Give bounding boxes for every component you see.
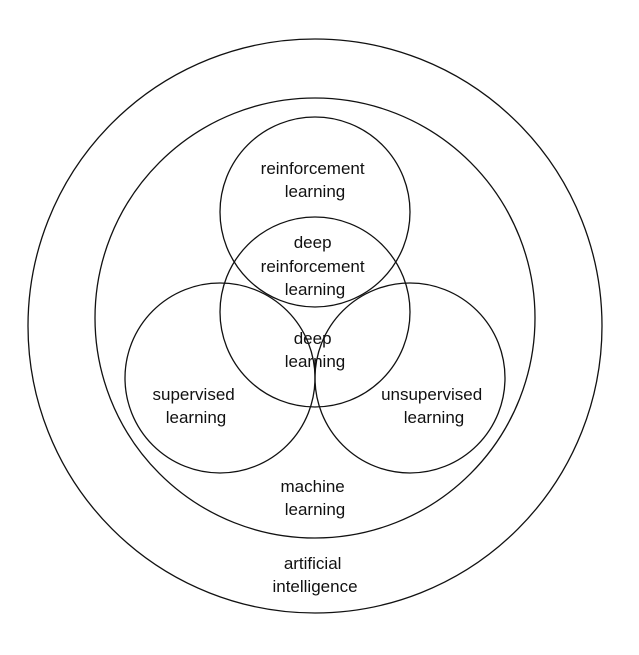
reinforcement-learning-circle bbox=[219, 116, 411, 308]
supervised-learning-label: supervised learning bbox=[153, 385, 240, 427]
artificial-intelligence-label: artificial intelligence bbox=[272, 554, 357, 596]
machine-learning-circle bbox=[94, 97, 536, 539]
artificial-intelligence-circle bbox=[27, 38, 603, 614]
deep-reinforcement-learning-label: deep reinforcement learning bbox=[261, 233, 370, 299]
unsupervised-learning-label: unsupervised learning bbox=[381, 385, 487, 427]
machine-learning-label: machine learning bbox=[281, 477, 350, 519]
deep-learning-label: deep learning bbox=[285, 329, 346, 371]
deep-learning-circle bbox=[219, 216, 411, 408]
unsupervised-learning-circle bbox=[314, 282, 506, 474]
reinforcement-learning-label: reinforcement learning bbox=[261, 159, 370, 201]
